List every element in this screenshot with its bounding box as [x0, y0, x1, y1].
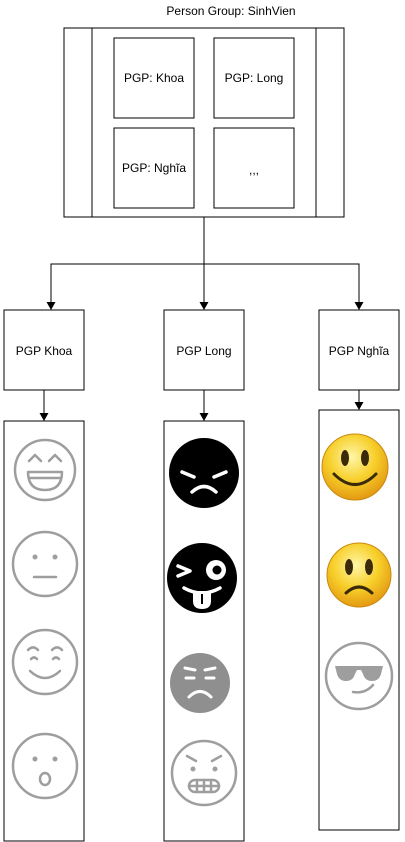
frowning-grey-face-icon — [170, 653, 230, 713]
arrow-to-khoa — [46, 302, 56, 310]
group-member-label-1: PGP: Khoa — [123, 71, 185, 85]
person-group-box — [63, 27, 345, 218]
smiling-outline-face-icon — [11, 628, 79, 696]
group-member-box-1 — [113, 37, 195, 119]
arrow-to-long — [199, 302, 209, 310]
person-label-khoa: PGP Khoa — [15, 344, 73, 358]
arrow-to-long-faces — [199, 413, 209, 421]
sad-black-face-icon — [169, 438, 239, 508]
surprised-outline-face-icon — [11, 732, 79, 800]
neutral-outline-face-icon — [11, 530, 79, 598]
grimacing-outline-face-icon — [170, 739, 238, 807]
group-member-box-3 — [113, 127, 195, 209]
group-title: Person Group: SinhVien — [166, 4, 296, 18]
winking-tongue-black-face-icon — [167, 543, 237, 613]
person-box-nghia — [318, 309, 400, 391]
arrow-to-nghia-faces — [354, 402, 364, 410]
grinning-outline-face-icon — [13, 438, 77, 502]
group-member-box-2 — [213, 37, 295, 119]
group-member-label-3: PGP: Nghĩa — [121, 161, 187, 175]
group-member-label-2: PGP: Long — [224, 71, 284, 85]
sad-yellow-face-icon — [326, 542, 392, 608]
person-label-long: PGP Long — [176, 344, 232, 358]
arrow-to-nghia — [354, 302, 364, 310]
group-member-label-4: ,,, — [248, 163, 259, 177]
group-member-box-4 — [213, 127, 295, 209]
group-connector — [50, 217, 360, 303]
person-label-nghia: PGP Nghĩa — [328, 344, 390, 358]
arrow-to-khoa-faces — [39, 413, 49, 421]
sunglasses-outline-face-icon — [324, 641, 394, 711]
happy-yellow-face-icon — [321, 433, 389, 501]
